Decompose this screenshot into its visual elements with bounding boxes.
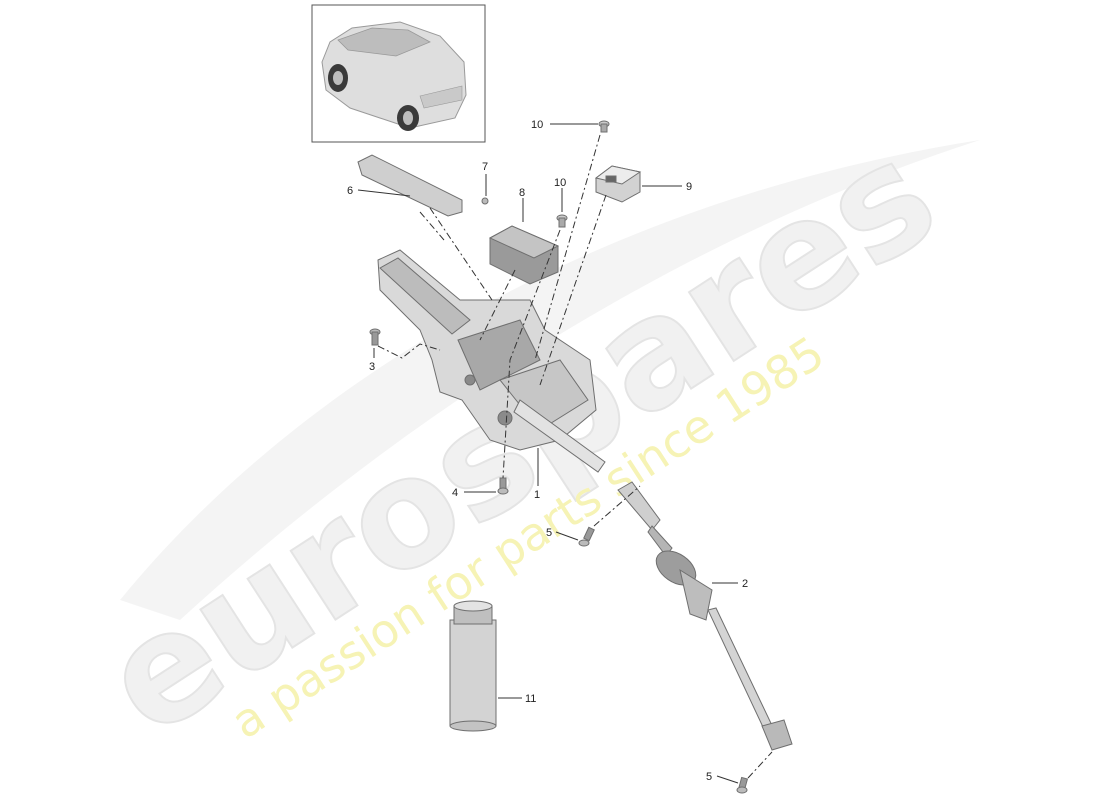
callout-10-upper: 10 <box>531 119 543 131</box>
leader-lines <box>357 123 739 784</box>
part-11-spray-can <box>449 600 497 732</box>
callouts: 1 2 3 4 5 5 6 7 8 9 10 10 11 <box>347 119 748 783</box>
assembly-line-5-lower <box>747 751 773 779</box>
part-2-intermediate-shaft <box>617 481 793 751</box>
part-7-clip <box>481 197 489 205</box>
part-10-screw-upper <box>598 120 610 133</box>
part-5-screw-upper <box>578 526 595 547</box>
callout-7: 7 <box>482 161 488 173</box>
vehicle-suv-icon <box>321 21 467 131</box>
assembly-line-6b <box>419 211 445 241</box>
part-3-bolt <box>369 328 381 346</box>
vehicle-thumbnail <box>311 4 486 143</box>
callout-8: 8 <box>519 187 525 199</box>
leader-5-upper <box>555 531 579 541</box>
callout-9: 9 <box>686 181 692 193</box>
part-6-bracket <box>357 154 463 217</box>
assembly-line-8 <box>479 269 516 341</box>
callout-3: 3 <box>369 361 375 373</box>
assembly-lines <box>377 134 773 779</box>
assembly-line-3 <box>377 343 441 359</box>
assembly-line-10 <box>534 134 601 361</box>
part-4-bolt <box>497 477 509 495</box>
watermark-swoosh <box>120 140 980 620</box>
part-9-module <box>594 165 642 203</box>
assembly-line-5-upper <box>593 485 641 527</box>
callout-10-lower: 10 <box>554 177 566 189</box>
assembly-line-10b <box>502 229 561 479</box>
assembly-line-6 <box>429 207 493 301</box>
part-5-screw-lower <box>736 776 749 794</box>
callout-2: 2 <box>742 578 748 590</box>
callout-4: 4 <box>452 487 458 499</box>
callout-1: 1 <box>534 489 540 501</box>
parts <box>357 120 793 794</box>
callout-5-lower: 5 <box>706 771 712 783</box>
leader-5-lower <box>716 775 739 784</box>
callout-11: 11 <box>525 693 536 705</box>
assembly-line-9 <box>539 194 607 386</box>
leader-6 <box>357 189 411 197</box>
callout-6: 6 <box>347 185 353 197</box>
part-10-screw-lower <box>556 214 568 228</box>
part-8-control-unit <box>488 225 560 285</box>
part-1-steering-column <box>377 249 606 473</box>
callout-5-upper: 5 <box>546 527 552 539</box>
